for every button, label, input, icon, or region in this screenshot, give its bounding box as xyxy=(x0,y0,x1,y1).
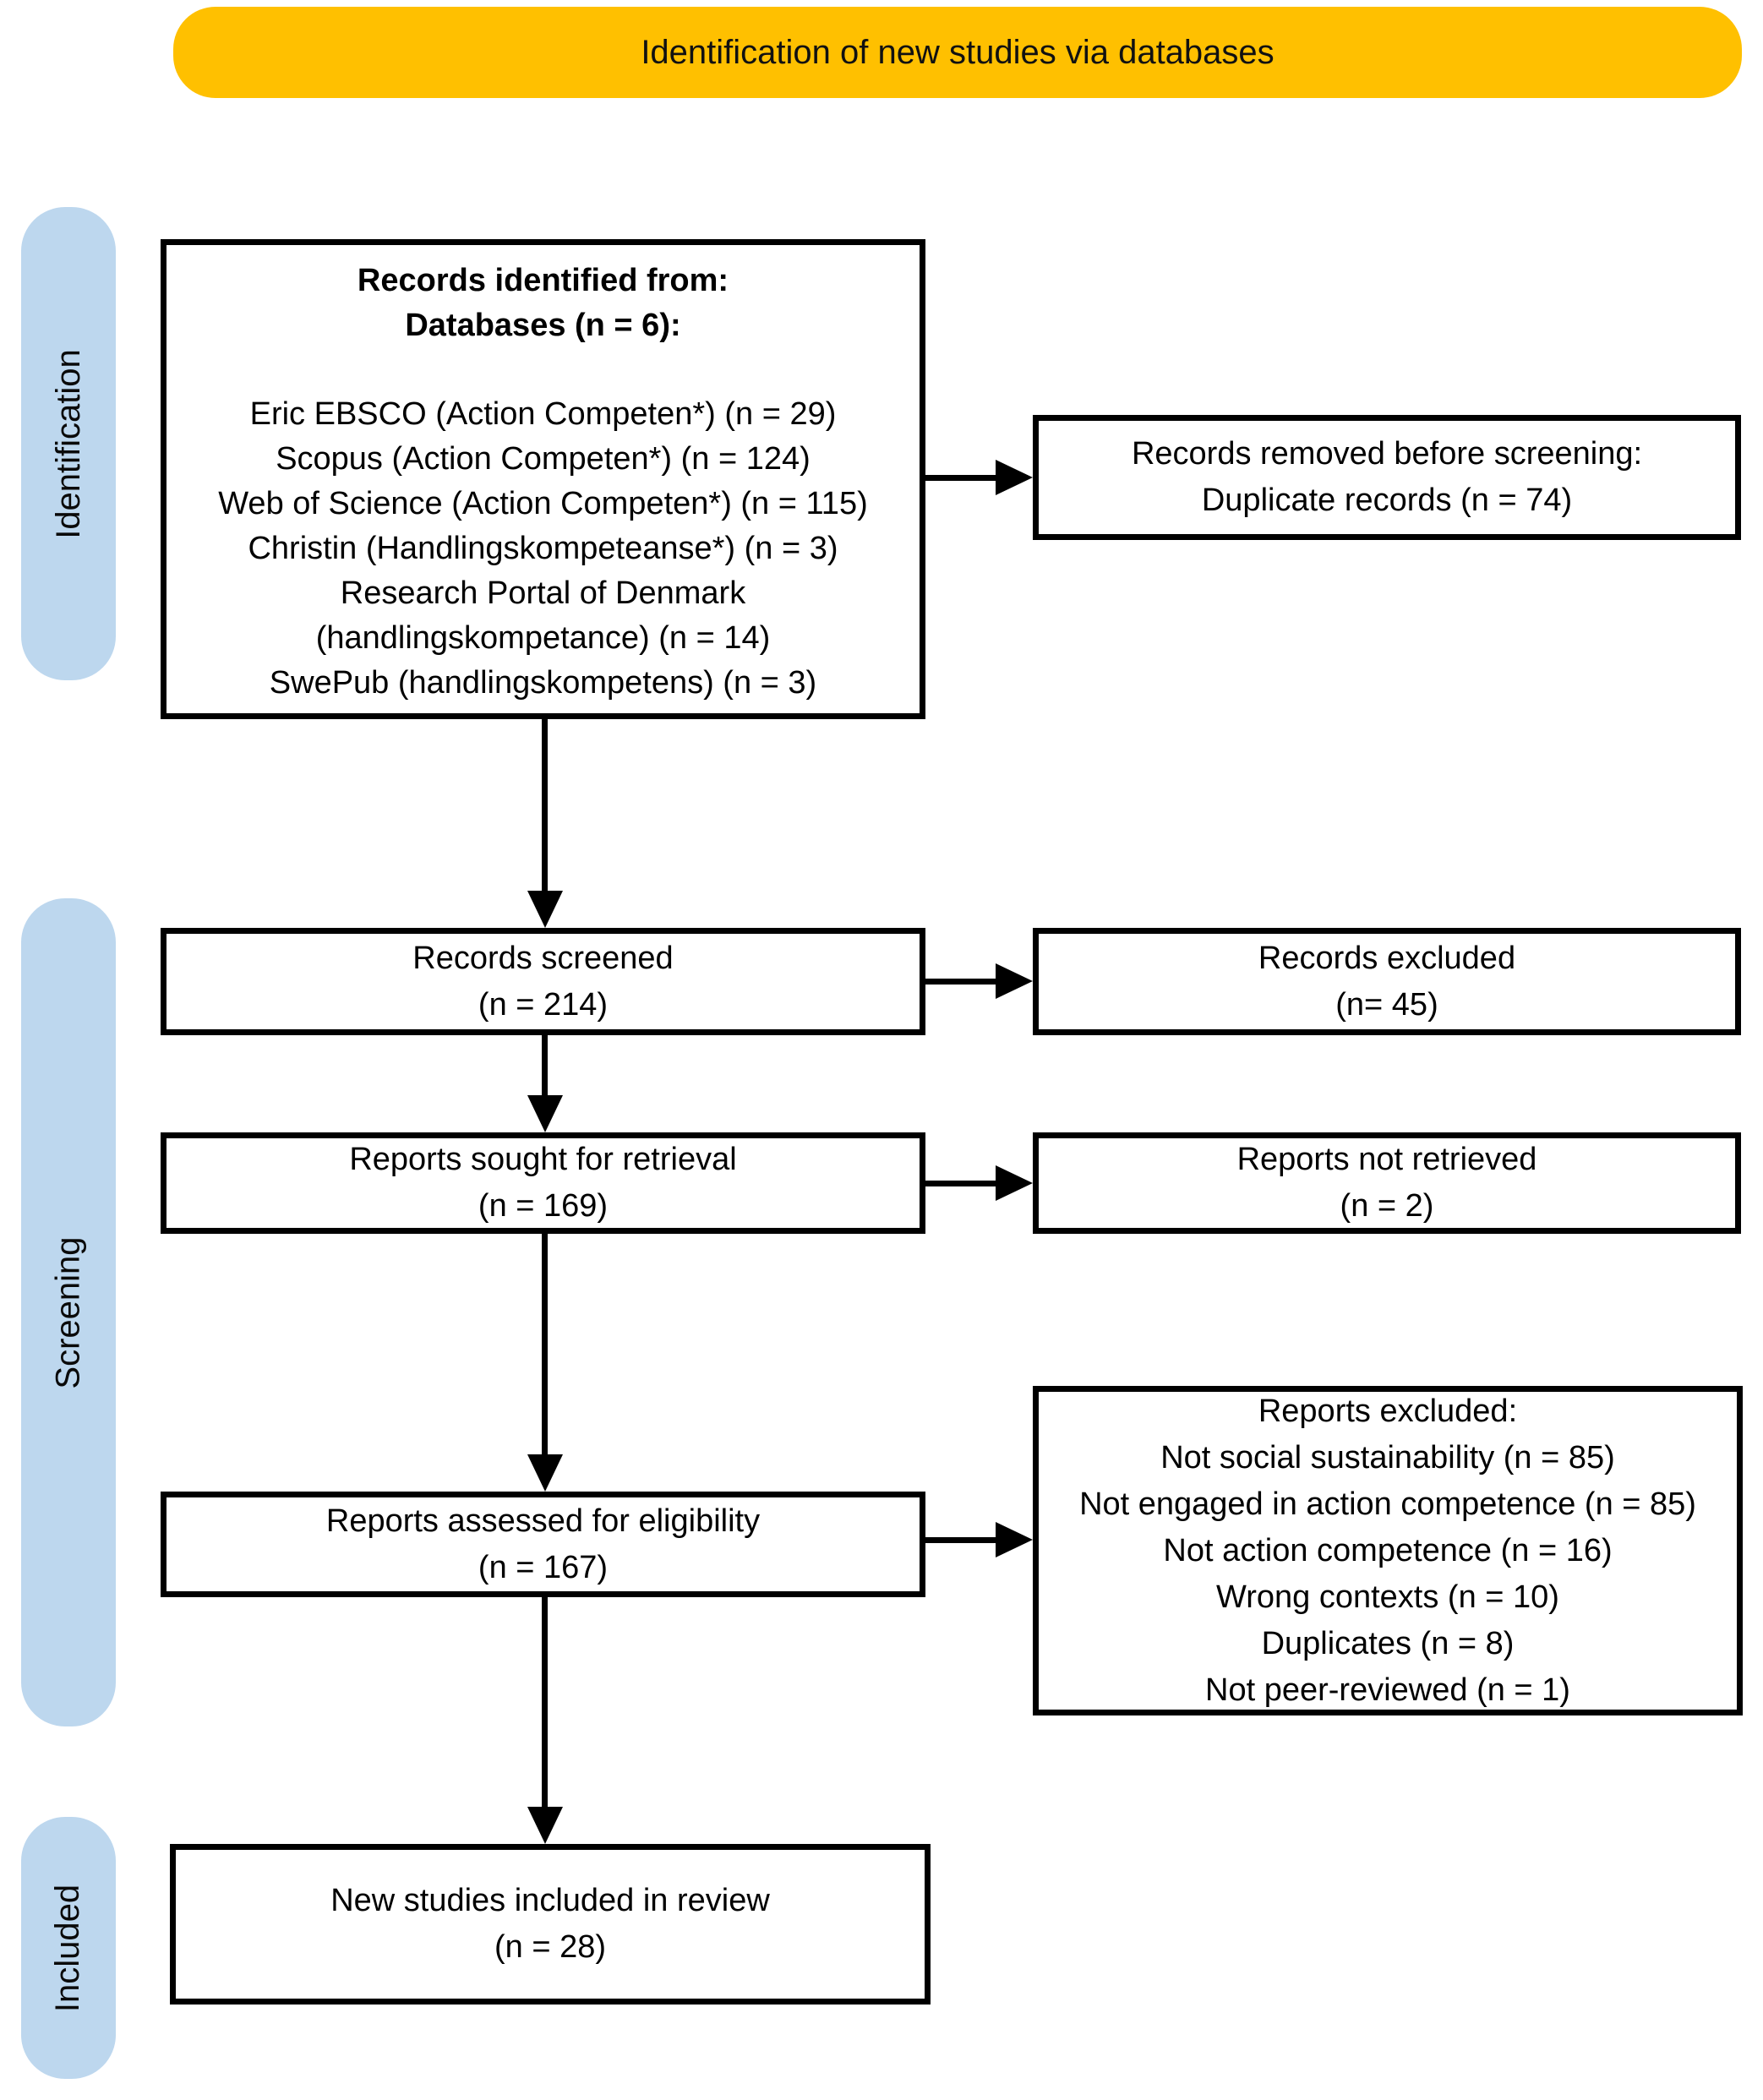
source-line: (handlingskompetance) (n = 14) xyxy=(315,620,771,656)
exclusion-reason: Not peer-reviewed (n = 1) xyxy=(1205,1672,1570,1708)
source-line: Christin (Handlingskompeteanse*) (n = 3) xyxy=(248,531,838,566)
stage-screening: Screening xyxy=(21,898,116,1726)
arrow-sought-to-assessed-stem xyxy=(542,1234,548,1458)
box-records-excluded: Records excluded (n= 45) xyxy=(1033,928,1741,1035)
box-reports-sought: Reports sought for retrieval (n = 169) xyxy=(161,1132,925,1234)
box-reports-excluded: Reports excluded: Not social sustainabil… xyxy=(1033,1386,1743,1715)
box-records-screened: Records screened (n = 214) xyxy=(161,928,925,1035)
arrow-screened-to-excluded-head xyxy=(996,963,1033,999)
reports-sought-line1: Reports sought for retrieval xyxy=(349,1142,737,1177)
arrow-sought-to-notretrieved-head xyxy=(996,1165,1033,1201)
arrow-assessed-to-reportsexcluded-head xyxy=(996,1522,1033,1557)
reports-not-retrieved-count: (n = 2) xyxy=(1340,1188,1434,1224)
arrow-screened-to-excluded-stem xyxy=(924,979,999,985)
arrow-identified-to-removed-stem xyxy=(925,475,999,481)
source-line: Research Portal of Denmark xyxy=(340,575,746,611)
records-excluded-line1: Records excluded xyxy=(1258,940,1516,976)
exclusion-reason: Duplicates (n = 8) xyxy=(1261,1625,1515,1661)
arrow-assessed-to-included-stem xyxy=(542,1597,548,1810)
reports-not-retrieved-line1: Reports not retrieved xyxy=(1236,1142,1537,1177)
exclusion-reason: Not action competence (n = 16) xyxy=(1163,1532,1613,1568)
box-new-studies-included: New studies included in review (n = 28) xyxy=(170,1844,931,2005)
exclusion-reason: Not social sustainability (n = 85) xyxy=(1160,1439,1615,1475)
arrow-screened-to-sought-head xyxy=(527,1095,563,1132)
source-line: Web of Science (Action Competen*) (n = 1… xyxy=(218,486,868,521)
records-screened-count: (n = 214) xyxy=(478,986,609,1023)
exclusion-reason: Not engaged in action competence (n = 85… xyxy=(1079,1486,1696,1522)
box-reports-not-retrieved: Reports not retrieved (n = 2) xyxy=(1033,1132,1741,1234)
records-identified-title-line1: Records identified from: xyxy=(357,263,729,298)
reports-excluded-title: Reports excluded: xyxy=(1258,1393,1518,1429)
records-identified-title-line2: Databases (n = 6): xyxy=(405,308,681,343)
arrow-sought-to-assessed-head xyxy=(527,1454,563,1492)
stage-screening-label: Screening xyxy=(49,1235,87,1389)
arrow-sought-to-notretrieved-stem xyxy=(924,1181,999,1186)
stage-identification-label: Identification xyxy=(49,348,87,539)
records-removed-line2: Duplicate records (n = 74) xyxy=(1201,483,1573,518)
stage-included-label: Included xyxy=(49,1884,87,2012)
banner-title: Identification of new studies via databa… xyxy=(641,33,1274,71)
stage-included: Included xyxy=(21,1817,116,2079)
new-studies-count: (n = 28) xyxy=(494,1929,607,1965)
source-line: Scopus (Action Competen*) (n = 124) xyxy=(276,441,811,477)
banner-identification-via-databases: Identification of new studies via databa… xyxy=(173,7,1742,98)
box-records-removed: Records removed before screening: Duplic… xyxy=(1033,415,1741,540)
box-records-identified: Records identified from: Databases (n = … xyxy=(161,239,925,719)
records-excluded-count: (n= 45) xyxy=(1335,986,1438,1023)
arrow-identified-to-removed-head xyxy=(996,460,1033,495)
reports-sought-count: (n = 169) xyxy=(478,1188,609,1224)
reports-assessed-count: (n = 167) xyxy=(478,1549,609,1585)
arrow-identified-to-screened-stem xyxy=(542,719,548,894)
arrow-screened-to-sought-stem xyxy=(542,1035,548,1099)
records-screened-line1: Records screened xyxy=(412,940,674,976)
records-removed-line1: Records removed before screening: xyxy=(1131,436,1643,472)
source-line: SwePub (handlingskompetens) (n = 3) xyxy=(269,665,817,701)
box-reports-assessed: Reports assessed for eligibility (n = 16… xyxy=(161,1492,925,1597)
arrow-assessed-to-reportsexcluded-stem xyxy=(925,1537,999,1543)
arrow-assessed-to-included-head xyxy=(527,1807,563,1844)
source-line: Eric EBSCO (Action Competen*) (n = 29) xyxy=(249,396,837,432)
stage-identification: Identification xyxy=(21,207,116,680)
reports-assessed-line1: Reports assessed for eligibility xyxy=(325,1503,761,1539)
arrow-identified-to-screened-head xyxy=(527,891,563,928)
new-studies-line1: New studies included in review xyxy=(330,1883,770,1918)
exclusion-reason: Wrong contexts (n = 10) xyxy=(1216,1579,1559,1615)
